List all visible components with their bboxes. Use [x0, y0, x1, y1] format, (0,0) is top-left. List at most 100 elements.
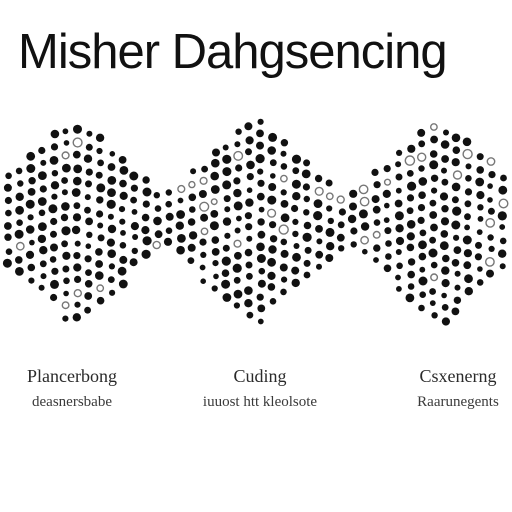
- dot: [96, 284, 105, 293]
- dot: [395, 236, 405, 246]
- dot: [244, 212, 252, 220]
- dot: [61, 301, 70, 310]
- dot: [84, 255, 92, 263]
- dot: [441, 178, 449, 186]
- dot: [431, 187, 438, 194]
- dot: [61, 202, 70, 211]
- dot: [199, 201, 210, 212]
- dot: [406, 170, 414, 177]
- dot: [407, 283, 415, 290]
- dot: [245, 198, 254, 207]
- dot: [291, 179, 301, 189]
- dot: [25, 225, 35, 234]
- dot: [97, 159, 104, 167]
- dot: [336, 195, 345, 204]
- dot: [29, 239, 35, 246]
- dot: [382, 189, 391, 198]
- dot: [153, 216, 162, 226]
- dot: [211, 236, 220, 244]
- dot: [419, 291, 427, 298]
- dot: [269, 235, 278, 243]
- dot: [130, 184, 138, 192]
- dot: [383, 264, 392, 273]
- dot: [418, 140, 426, 148]
- dot: [28, 177, 36, 185]
- dot: [451, 220, 461, 230]
- dot: [73, 124, 82, 134]
- dot: [371, 168, 379, 176]
- dot: [451, 307, 460, 316]
- dot: [246, 173, 254, 181]
- dot: [40, 159, 47, 166]
- dot: [39, 185, 47, 193]
- dot: [73, 263, 82, 272]
- dot: [256, 242, 265, 252]
- dot: [71, 188, 81, 197]
- dot: [209, 221, 219, 231]
- dot: [476, 191, 485, 200]
- dot: [291, 266, 300, 275]
- dot: [142, 236, 152, 246]
- dot: [303, 259, 311, 267]
- label-center-bottom: iuuost htt kleolsote: [202, 394, 318, 410]
- dot: [418, 177, 428, 186]
- dot: [440, 230, 449, 238]
- dot: [244, 299, 253, 308]
- dot: [269, 298, 277, 305]
- dot: [440, 140, 450, 149]
- dot: [303, 159, 311, 167]
- dot: [72, 137, 83, 148]
- dot: [278, 224, 289, 235]
- dot: [362, 248, 368, 255]
- dot: [73, 176, 82, 186]
- label-right-top: Csxenerng: [419, 366, 497, 386]
- dot: [27, 214, 34, 221]
- dot: [257, 118, 264, 125]
- dot: [233, 276, 241, 284]
- dot: [129, 171, 139, 181]
- dot: [313, 199, 323, 208]
- dot: [292, 252, 301, 262]
- dot: [476, 166, 485, 174]
- dot: [233, 239, 242, 248]
- dot: [476, 153, 484, 161]
- dot: [418, 165, 425, 172]
- dot: [85, 269, 92, 276]
- dot: [359, 196, 370, 207]
- dot: [314, 174, 323, 183]
- dot: [453, 296, 462, 304]
- dot: [51, 193, 58, 200]
- dot: [464, 213, 471, 221]
- dot: [267, 283, 276, 291]
- dot: [210, 171, 219, 181]
- dot: [222, 144, 229, 151]
- dot: [439, 192, 449, 201]
- dot: [257, 279, 266, 288]
- dot: [27, 188, 36, 196]
- dot: [188, 231, 198, 240]
- dot: [350, 227, 358, 235]
- dot: [72, 313, 82, 322]
- dot: [74, 275, 82, 283]
- dot: [38, 146, 46, 155]
- dot: [451, 259, 460, 267]
- dot: [487, 207, 495, 215]
- dot: [406, 232, 415, 241]
- dot: [40, 273, 47, 280]
- dot: [441, 205, 449, 213]
- dot: [246, 160, 255, 170]
- dot: [347, 214, 357, 224]
- dot: [3, 183, 12, 192]
- dot: [73, 252, 81, 260]
- dot: [85, 143, 93, 151]
- dot: [119, 242, 127, 249]
- dot: [5, 248, 13, 255]
- dot: [394, 211, 404, 221]
- dot: [500, 174, 507, 182]
- dot: [176, 210, 186, 219]
- dot: [49, 156, 59, 165]
- dot: [498, 249, 507, 258]
- dot: [474, 253, 482, 261]
- dot: [315, 225, 323, 233]
- dot: [452, 206, 462, 216]
